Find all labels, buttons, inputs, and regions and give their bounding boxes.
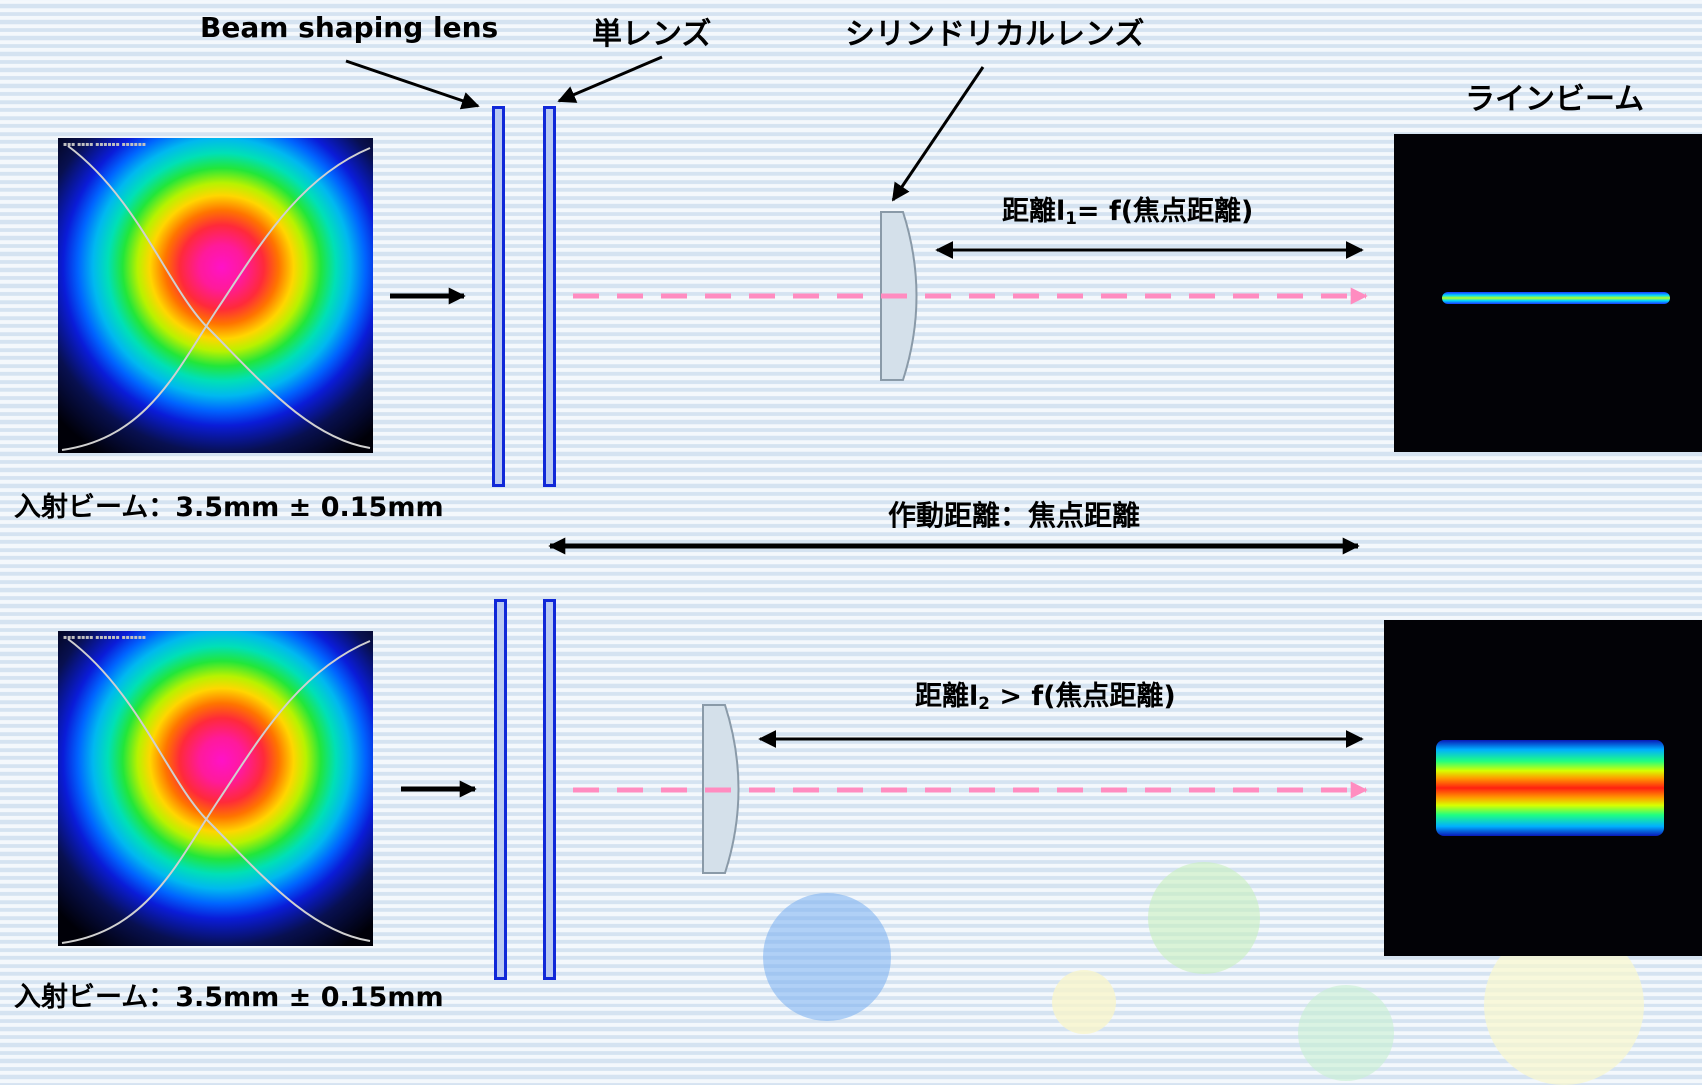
beam-shaping-lens-top — [492, 106, 505, 487]
gaussian-profile-curves — [61, 638, 371, 944]
distance-prefix: 距離l — [1002, 196, 1066, 227]
single-lens-label: 単レンズ — [592, 17, 712, 52]
distance-prefix: 距離l — [915, 681, 979, 712]
single-lens-top — [543, 106, 556, 487]
line-beam-label: ラインビーム — [1465, 82, 1645, 117]
distance-label-top: 距離l1= f(焦点距離) — [1002, 189, 1253, 228]
beam-shaping-lens-bottom — [494, 599, 507, 980]
distance-suffix: > f(焦点距離) — [989, 681, 1176, 712]
profile-caption-placeholder: ▪▪▪ ▪▪▪▪ ▪▪▪▪▪▪ ▪▪▪▪▪▪ — [63, 634, 146, 641]
beam-shaping-lens-pointer — [345, 59, 480, 110]
distance-label-bottom: 距離l2 > f(焦点距離) — [915, 674, 1176, 713]
line-beam-thin — [1442, 292, 1670, 304]
incident-beam-profile-image-top: ▪▪▪ ▪▪▪▪ ▪▪▪▪▪▪ ▪▪▪▪▪▪ — [58, 138, 373, 453]
distance-subscript: 1 — [1065, 208, 1077, 229]
distance-suffix: = f(焦点距離) — [1076, 196, 1254, 227]
gaussian-profile-curves — [61, 145, 371, 451]
beam-shaping-lens-label: Beam shaping lens — [200, 11, 499, 44]
line-beam-image-top — [1394, 134, 1702, 452]
profile-caption-placeholder: ▪▪▪ ▪▪▪▪ ▪▪▪▪▪▪ ▪▪▪▪▪▪ — [63, 141, 146, 148]
single-lens-pointer — [557, 55, 663, 103]
cylindrical-lens-label: シリンドリカルレンズ — [845, 17, 1145, 52]
background-bubble-blue — [763, 893, 891, 1021]
optics-overlay — [345, 55, 1368, 874]
single-lens-bottom — [543, 599, 556, 980]
line-beam-image-bottom — [1384, 620, 1702, 956]
working-distance-label: 作動距離：焦点距離 — [888, 499, 1141, 532]
incident-beam-label-top: 入射ビーム：3.5mm ± 0.15mm — [14, 492, 444, 523]
line-beam-thick — [1436, 740, 1664, 836]
distance-subscript: 2 — [978, 693, 990, 714]
cylindrical-lens-pointer — [891, 66, 985, 202]
background-bubble-green — [1148, 862, 1260, 974]
incident-beam-profile-image-bottom: ▪▪▪ ▪▪▪▪ ▪▪▪▪▪▪ ▪▪▪▪▪▪ — [58, 631, 373, 946]
